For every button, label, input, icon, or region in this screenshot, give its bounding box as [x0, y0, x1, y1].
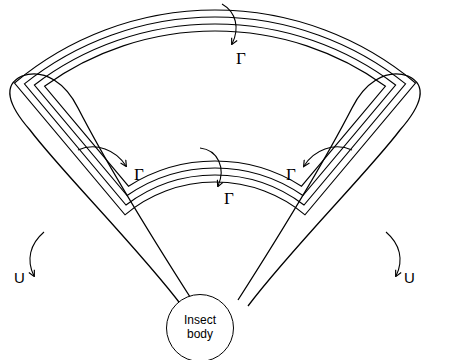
node-text: Insect body [178, 314, 222, 342]
vortex-line [34, 24, 395, 195]
wing-outline [10, 74, 420, 306]
circulation-label: Γ [224, 190, 234, 207]
vortex-line [15, 10, 416, 215]
vortex-line [45, 31, 386, 186]
body-circle: Insect body [166, 294, 234, 360]
velocity-label: U [404, 270, 415, 285]
circulation-arrow [30, 4, 400, 276]
vortex-line [24, 17, 405, 205]
circulation-label: Γ [286, 166, 296, 183]
vortex-ring [15, 10, 416, 215]
velocity-label: U [14, 270, 25, 285]
circulation-label: Γ [236, 50, 246, 67]
circulation-label: Γ [134, 166, 144, 183]
